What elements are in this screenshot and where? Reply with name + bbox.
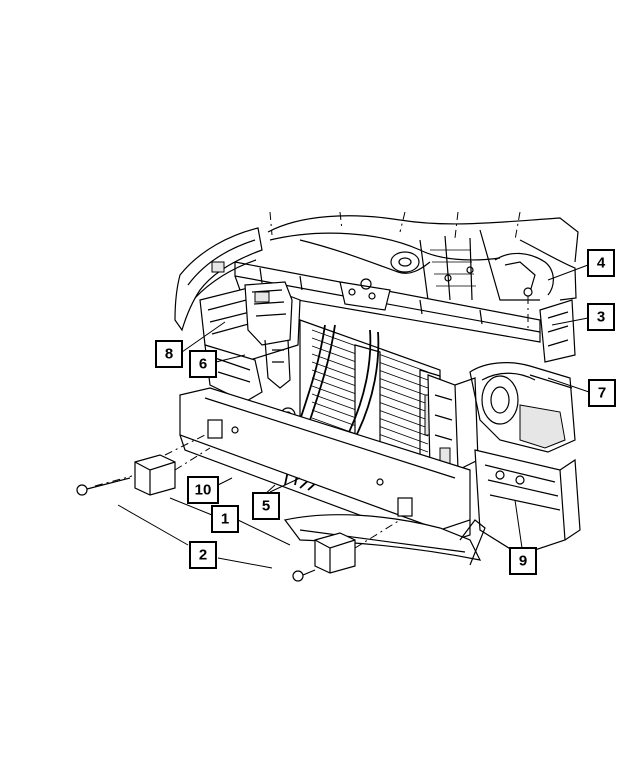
svg-text:4: 4: [597, 255, 606, 272]
svg-text:1: 1: [221, 511, 229, 528]
callout-2: 2: [189, 541, 217, 569]
right-bolt: [292, 569, 316, 582]
svg-text:2: 2: [199, 547, 207, 564]
radiator-support-upper: [234, 261, 541, 343]
lower-skid-plate: [283, 514, 486, 566]
svg-text:3: 3: [597, 309, 605, 326]
callout-6: 6: [189, 350, 217, 378]
upper-body-structure: [267, 211, 579, 301]
right-radiator-bracket: [427, 374, 479, 481]
left-bolt: [76, 475, 133, 496]
upper-fastener: [523, 287, 533, 330]
svg-text:8: 8: [165, 346, 173, 363]
svg-text:9: 9: [519, 553, 527, 570]
right-headlamp-housing: [469, 362, 576, 453]
callout-5: 5: [252, 492, 280, 520]
callout-1: 1: [211, 505, 239, 533]
left-bracket: [204, 344, 263, 403]
right-tow-hook-bracket: [314, 519, 401, 574]
svg-text:5: 5: [262, 498, 270, 515]
left-fender-headlamp: [174, 227, 301, 389]
callout-3: 3: [587, 303, 615, 331]
right-upper-bracket: [539, 299, 576, 363]
left-tow-hook-bracket: [134, 434, 211, 496]
callout-8: 8: [155, 340, 183, 368]
callout-9: 9: [509, 547, 537, 575]
callout-4: 4: [587, 249, 615, 277]
callout-7: 7: [588, 379, 616, 407]
right-frame-rail: [474, 449, 581, 556]
svg-text:10: 10: [195, 482, 212, 499]
svg-text:6: 6: [199, 356, 207, 373]
svg-text:7: 7: [598, 385, 606, 402]
callout-10: 10: [187, 476, 219, 504]
